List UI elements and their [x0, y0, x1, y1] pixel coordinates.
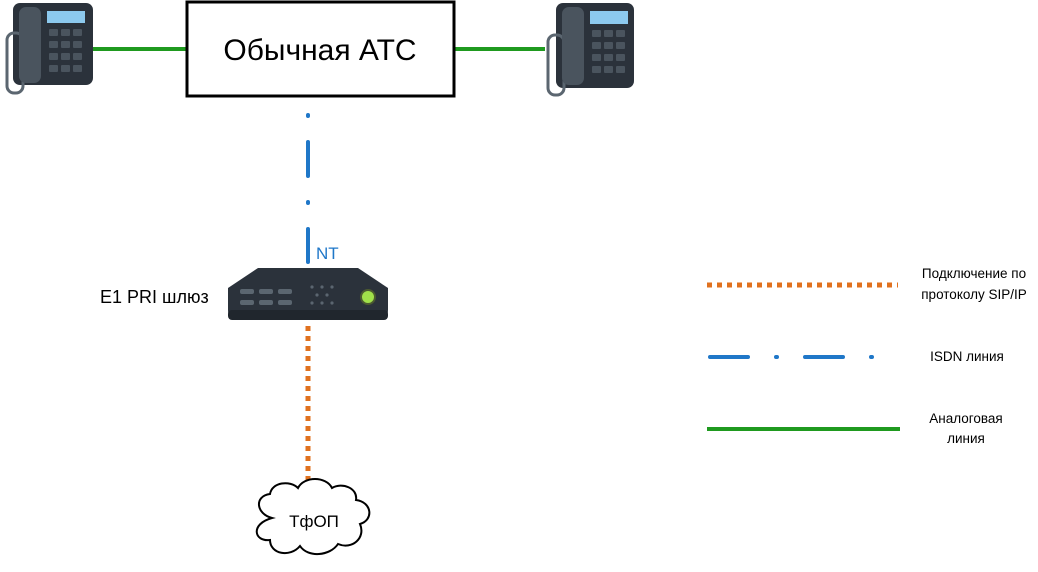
- pbx-node[interactable]: Обычная АТС: [185, 0, 456, 98]
- gateway-node[interactable]: E1 PRI шлюз: [100, 268, 388, 320]
- pbx-label: Обычная АТС: [223, 34, 416, 67]
- gateway-device-icon: [228, 268, 388, 320]
- desk-phone-icon: [546, 3, 634, 97]
- nt-label: NT: [316, 244, 339, 263]
- pstn-label: ТфОП: [289, 512, 339, 531]
- legend-analog-label-2: линия: [947, 431, 985, 446]
- pstn-node[interactable]: ТфОП: [255, 478, 371, 555]
- pbx-box: [185, 0, 456, 98]
- legend-sip-label-1: Подключение по: [922, 266, 1026, 281]
- gateway-label: E1 PRI шлюз: [100, 287, 209, 307]
- legend-analog-label-1: Аналоговая: [929, 411, 1002, 426]
- cloud-icon: [255, 478, 371, 555]
- legend: Подключение по протоколу SIP/IP ISDN лин…: [707, 266, 1027, 446]
- legend-sip-label-2: протоколу SIP/IP: [921, 287, 1026, 302]
- legend-isdn-label: ISDN линия: [930, 349, 1004, 364]
- desk-phone-icon: [5, 3, 93, 95]
